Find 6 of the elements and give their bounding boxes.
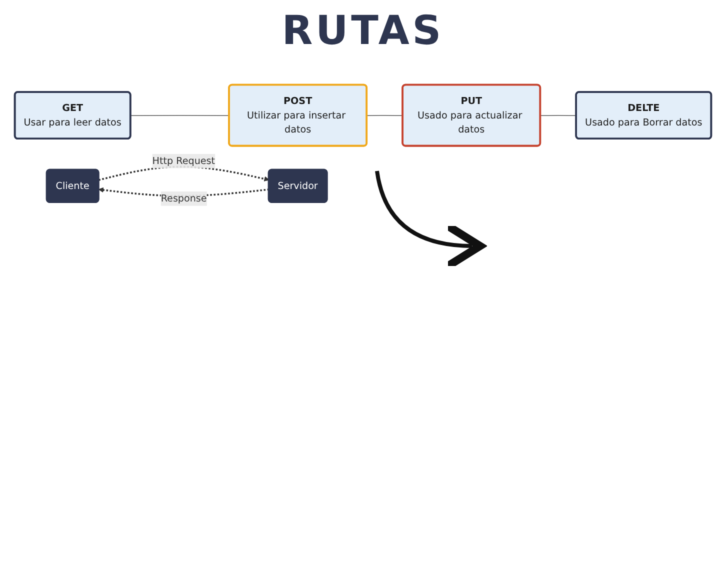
edge-label: Response — [160, 192, 207, 204]
connector — [130, 115, 230, 116]
connector — [366, 115, 404, 116]
edge-label: Http Request — [152, 155, 216, 166]
connector — [540, 115, 577, 116]
title: RUTAS — [280, 8, 446, 54]
